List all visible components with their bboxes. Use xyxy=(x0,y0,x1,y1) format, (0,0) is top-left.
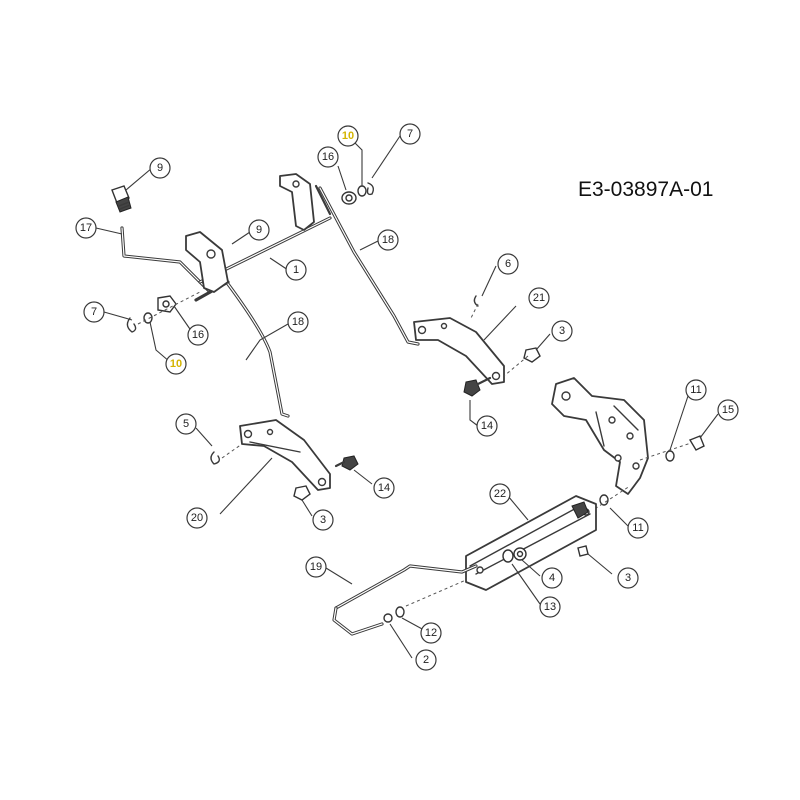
right-lift-link-part xyxy=(318,186,420,346)
callout-10-top: 10 xyxy=(337,125,359,147)
callout-11-bottom: 11 xyxy=(627,517,649,539)
callout-label: 14 xyxy=(481,420,493,432)
callout-12: 12 xyxy=(420,622,442,644)
left-bellcrank-plate-part xyxy=(239,419,331,491)
callout-16-top: 16 xyxy=(317,146,339,168)
callout-label: 10 xyxy=(170,358,182,370)
callout-14-left: 14 xyxy=(373,477,395,499)
left-bushing-hardware xyxy=(126,291,201,333)
callout-9-knob: 9 xyxy=(149,157,171,179)
callout-label: 9 xyxy=(157,162,163,174)
callout-label: 15 xyxy=(722,404,734,416)
callout-label: 10 xyxy=(342,130,354,142)
callout-label: 6 xyxy=(505,258,511,270)
bushing-part-13 xyxy=(502,549,514,563)
drawing-number: E3-03897A-01 xyxy=(578,178,713,201)
top-bushing-hardware xyxy=(341,182,375,205)
callout-5: 5 xyxy=(175,413,197,435)
leader-lines xyxy=(95,135,719,659)
callout-label: 16 xyxy=(322,151,334,163)
channel-bracket-part xyxy=(465,495,597,591)
callout-18-left: 18 xyxy=(287,311,309,333)
spacer-part-4 xyxy=(513,547,527,561)
callout-label: 16 xyxy=(192,329,204,341)
nut-part-3-right xyxy=(503,347,541,377)
callout-21: 21 xyxy=(528,287,550,309)
callout-label: 5 xyxy=(183,418,189,430)
bottom-lift-shaft-part xyxy=(332,564,478,636)
left-shaft-bracket-part xyxy=(185,231,229,293)
callout-2: 2 xyxy=(415,649,437,671)
callout-label: 7 xyxy=(407,128,413,140)
callout-15: 15 xyxy=(717,399,739,421)
callout-3-right: 3 xyxy=(551,320,573,342)
mounting-bracket-part xyxy=(551,377,649,495)
callout-13: 13 xyxy=(539,596,561,618)
callout-label: 2 xyxy=(423,654,429,666)
callout-22: 22 xyxy=(489,483,511,505)
callout-18-right: 18 xyxy=(377,229,399,251)
callout-label: 7 xyxy=(91,306,97,318)
nut-part-3-left xyxy=(293,485,311,501)
right-bellcrank-plate-part xyxy=(413,317,505,385)
callout-3-bottom: 3 xyxy=(617,567,639,589)
clip-part-5 xyxy=(210,443,243,465)
right-lift-arm-part xyxy=(279,173,332,231)
callout-label: 1 xyxy=(293,264,299,276)
knob-part xyxy=(111,185,132,213)
callout-1: 1 xyxy=(285,259,307,281)
callout-17: 17 xyxy=(75,217,97,239)
callout-11-top: 11 xyxy=(685,379,707,401)
crank-arm-part xyxy=(120,226,212,294)
callout-10-left: 10 xyxy=(165,353,187,375)
bolt-part-14-left xyxy=(334,455,359,471)
callout-7-top: 7 xyxy=(399,123,421,145)
callout-label: 14 xyxy=(378,482,390,494)
clip-part-6 xyxy=(469,295,479,321)
callout-label: 13 xyxy=(544,601,556,613)
callout-label: 18 xyxy=(292,316,304,328)
callout-16-left: 16 xyxy=(187,324,209,346)
callout-label: 9 xyxy=(256,224,262,236)
callout-label: 19 xyxy=(310,561,322,573)
callout-7-left: 7 xyxy=(83,301,105,323)
callout-9-bracket: 9 xyxy=(248,219,270,241)
callout-label: 21 xyxy=(533,292,545,304)
callout-6: 6 xyxy=(497,253,519,275)
callout-label: 11 xyxy=(632,522,643,534)
left-lift-link-part xyxy=(226,282,290,418)
callout-label: 3 xyxy=(320,514,326,526)
callout-label: 22 xyxy=(494,488,506,500)
washer-part-11-top xyxy=(639,441,695,462)
callout-label: 18 xyxy=(382,234,394,246)
callout-label: 3 xyxy=(559,325,565,337)
callout-4: 4 xyxy=(541,567,563,589)
callout-label: 4 xyxy=(549,572,555,584)
callout-label: 20 xyxy=(191,512,203,524)
callout-label: 12 xyxy=(425,627,437,639)
callout-label: 3 xyxy=(625,572,631,584)
bolt-part-14-right xyxy=(463,376,492,397)
callout-14-right: 14 xyxy=(476,415,498,437)
bolt-part-15 xyxy=(688,435,705,451)
callout-3-left: 3 xyxy=(312,509,334,531)
callout-label: 17 xyxy=(80,222,92,234)
callout-19: 19 xyxy=(305,556,327,578)
callout-20: 20 xyxy=(186,507,208,529)
callout-label: 11 xyxy=(690,384,701,396)
